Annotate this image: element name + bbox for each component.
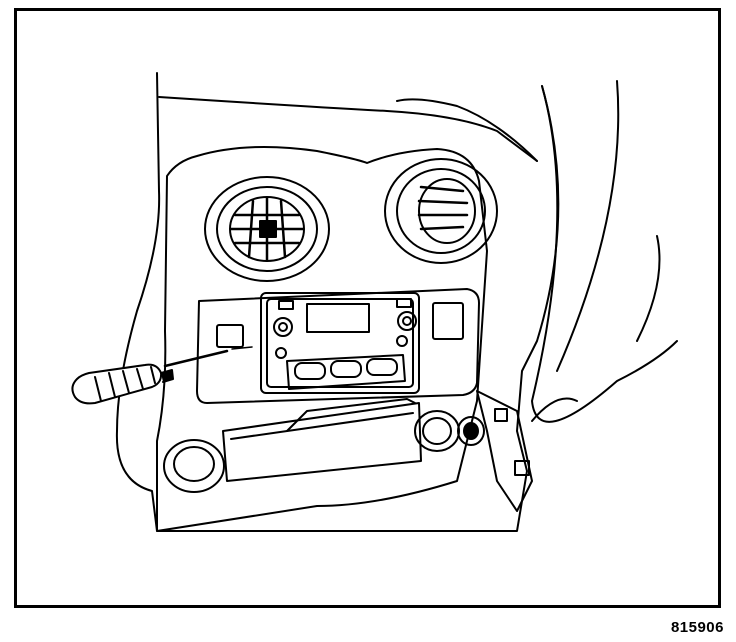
dashboard-illustration bbox=[71, 72, 678, 532]
storage-pocket bbox=[222, 402, 422, 482]
dashboard-upper-edge bbox=[158, 96, 538, 162]
left-switch-opening bbox=[216, 324, 244, 348]
side-bracket bbox=[457, 390, 578, 512]
steering-column bbox=[531, 85, 678, 423]
lower-right-knob bbox=[414, 410, 460, 452]
right-air-vent bbox=[384, 158, 498, 264]
lower-left-knob bbox=[163, 439, 225, 493]
right-switch-opening bbox=[432, 302, 464, 340]
figure-number: 815906 bbox=[670, 619, 724, 636]
center-bezel bbox=[156, 146, 488, 532]
illustration-frame bbox=[14, 8, 721, 608]
screwdriver-tool bbox=[71, 346, 253, 405]
radio-control-head bbox=[260, 292, 420, 394]
trim-plate bbox=[196, 288, 480, 404]
dashboard-outline bbox=[115, 72, 560, 532]
left-air-vent bbox=[204, 176, 330, 282]
